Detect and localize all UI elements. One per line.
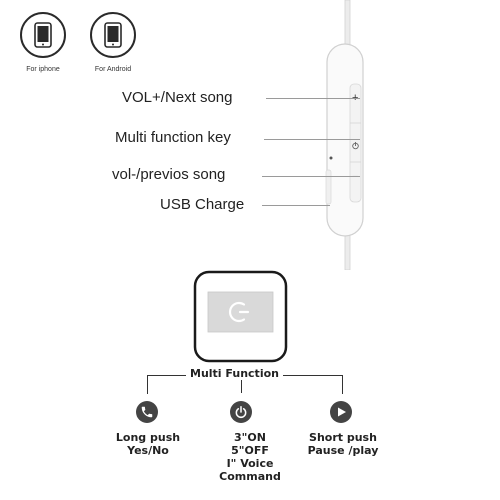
leader-line: [264, 139, 360, 140]
android-label: For Android: [94, 66, 132, 73]
callout-usb-charge: USB Charge: [160, 196, 245, 213]
caption-line: Command: [219, 470, 281, 483]
short-push-caption: Short push Pause /play: [298, 431, 388, 457]
multi-function-button-closeup: [193, 270, 288, 363]
cable-top: [344, 0, 351, 49]
multi-function-title: Multi Function: [186, 367, 283, 380]
play-icon: [330, 401, 352, 423]
callout-multi-function-key: Multi function key: [115, 129, 231, 146]
caption-line: Long push: [115, 431, 181, 444]
earphone-remote-illustration: [325, 0, 364, 270]
caption-line: 3"ON: [234, 431, 266, 444]
leader-line: [262, 176, 360, 177]
power-caption: 3"ON 5"OFF I" Voice Command: [205, 431, 295, 483]
callout-vol-up: VOL+/Next song: [122, 89, 233, 106]
power-icon: [230, 401, 252, 423]
caption-line: 5"OFF: [231, 444, 269, 457]
bracket-drop-center: [241, 375, 242, 393]
usb-port-cover: [325, 169, 332, 205]
microphone-hole: [329, 156, 333, 160]
caption-line: Yes/No: [127, 444, 169, 457]
leader-line: [262, 205, 330, 206]
power-icon: [228, 301, 250, 323]
iphone-badge: [20, 12, 66, 58]
callout-vol-down: vol-/previos song: [112, 166, 226, 183]
smartphone-icon: [104, 22, 122, 48]
phone-call-icon: [136, 401, 158, 423]
caption-line: Short push: [309, 431, 377, 444]
long-push-caption: Long push Yes/No: [108, 431, 188, 457]
caption-line: Pause /play: [307, 444, 379, 457]
minus-icon: −: [352, 171, 359, 183]
smartphone-icon: [34, 22, 52, 48]
leader-line: [266, 98, 360, 99]
iphone-label: For iphone: [26, 66, 60, 73]
android-badge: [90, 12, 136, 58]
caption-line: I" Voice: [226, 457, 274, 470]
